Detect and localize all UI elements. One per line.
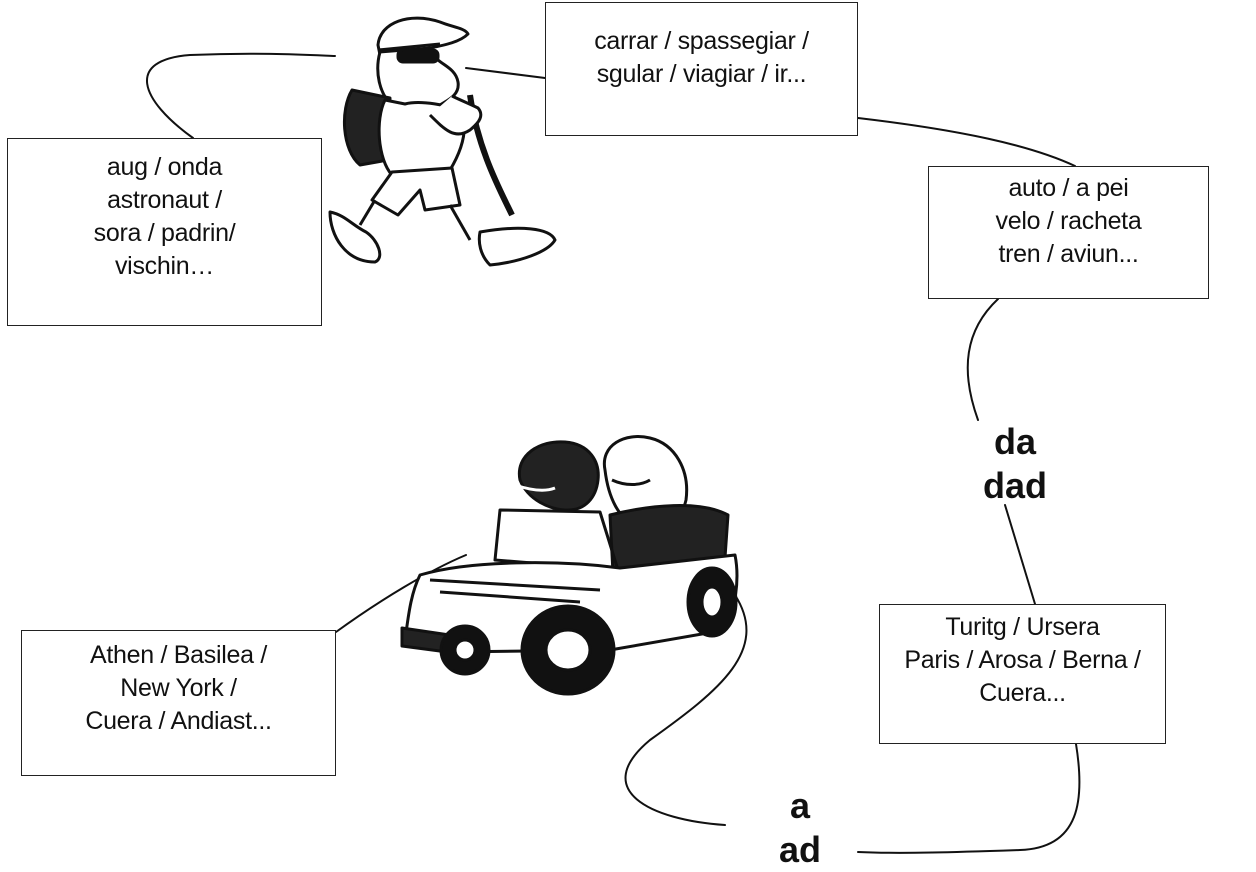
places-from-line: Paris / Arosa / Berna /	[904, 646, 1141, 674]
connector-places-from-a	[857, 743, 1081, 854]
connector-verbs-transport	[857, 117, 1076, 167]
people-line: astronaut /	[107, 186, 222, 214]
transport-box: auto / a pei velo / racheta tren / aviun…	[928, 166, 1209, 299]
transport-line: velo / racheta	[995, 207, 1142, 235]
hiker-illustration	[328, 16, 557, 267]
people-line: vischin…	[114, 252, 215, 280]
places-to-line: Athen / Basilea /	[90, 641, 267, 669]
people-line: aug / onda	[106, 153, 223, 181]
jeep-with-passengers-illustration	[400, 435, 739, 696]
connector-people-hiker	[146, 52, 336, 139]
places-from-line: Turitg / Ursera	[945, 613, 1100, 641]
transport-line: auto / a pei	[1008, 174, 1129, 202]
people-line: sora / padrin/	[93, 219, 236, 247]
connector-jeep-places-to	[335, 554, 467, 633]
preposition-ad: ad	[778, 829, 821, 870]
places-to-line: New York /	[120, 674, 237, 702]
preposition-to-label: a ad	[755, 784, 845, 872]
transport-line: tren / aviun...	[998, 240, 1139, 268]
connector-transport-da	[966, 298, 999, 421]
places-to-box: Athen / Basilea / New York / Cuera / And…	[21, 630, 336, 776]
preposition-a: a	[789, 785, 811, 826]
preposition-from-label: da dad	[960, 420, 1070, 508]
preposition-dad: dad	[982, 465, 1047, 506]
places-from-line: Cuera...	[979, 679, 1066, 707]
people-box: aug / onda astronaut / sora / padrin/ vi…	[7, 138, 322, 326]
places-from-box: Turitg / Ursera Paris / Arosa / Berna / …	[879, 604, 1166, 744]
verbs-line: carrar / spassegiar /	[594, 27, 809, 55]
connector-a-jeep	[624, 594, 748, 826]
verbs-box: carrar / spassegiar / sgular / viagiar /…	[545, 2, 858, 136]
connector-hiker-verbs	[465, 67, 546, 79]
verbs-line: sgular / viagiar / ir...	[596, 60, 807, 88]
preposition-da: da	[993, 421, 1036, 462]
connector-da-places-from	[1004, 504, 1036, 605]
places-to-line: Cuera / Andiast...	[85, 707, 272, 735]
